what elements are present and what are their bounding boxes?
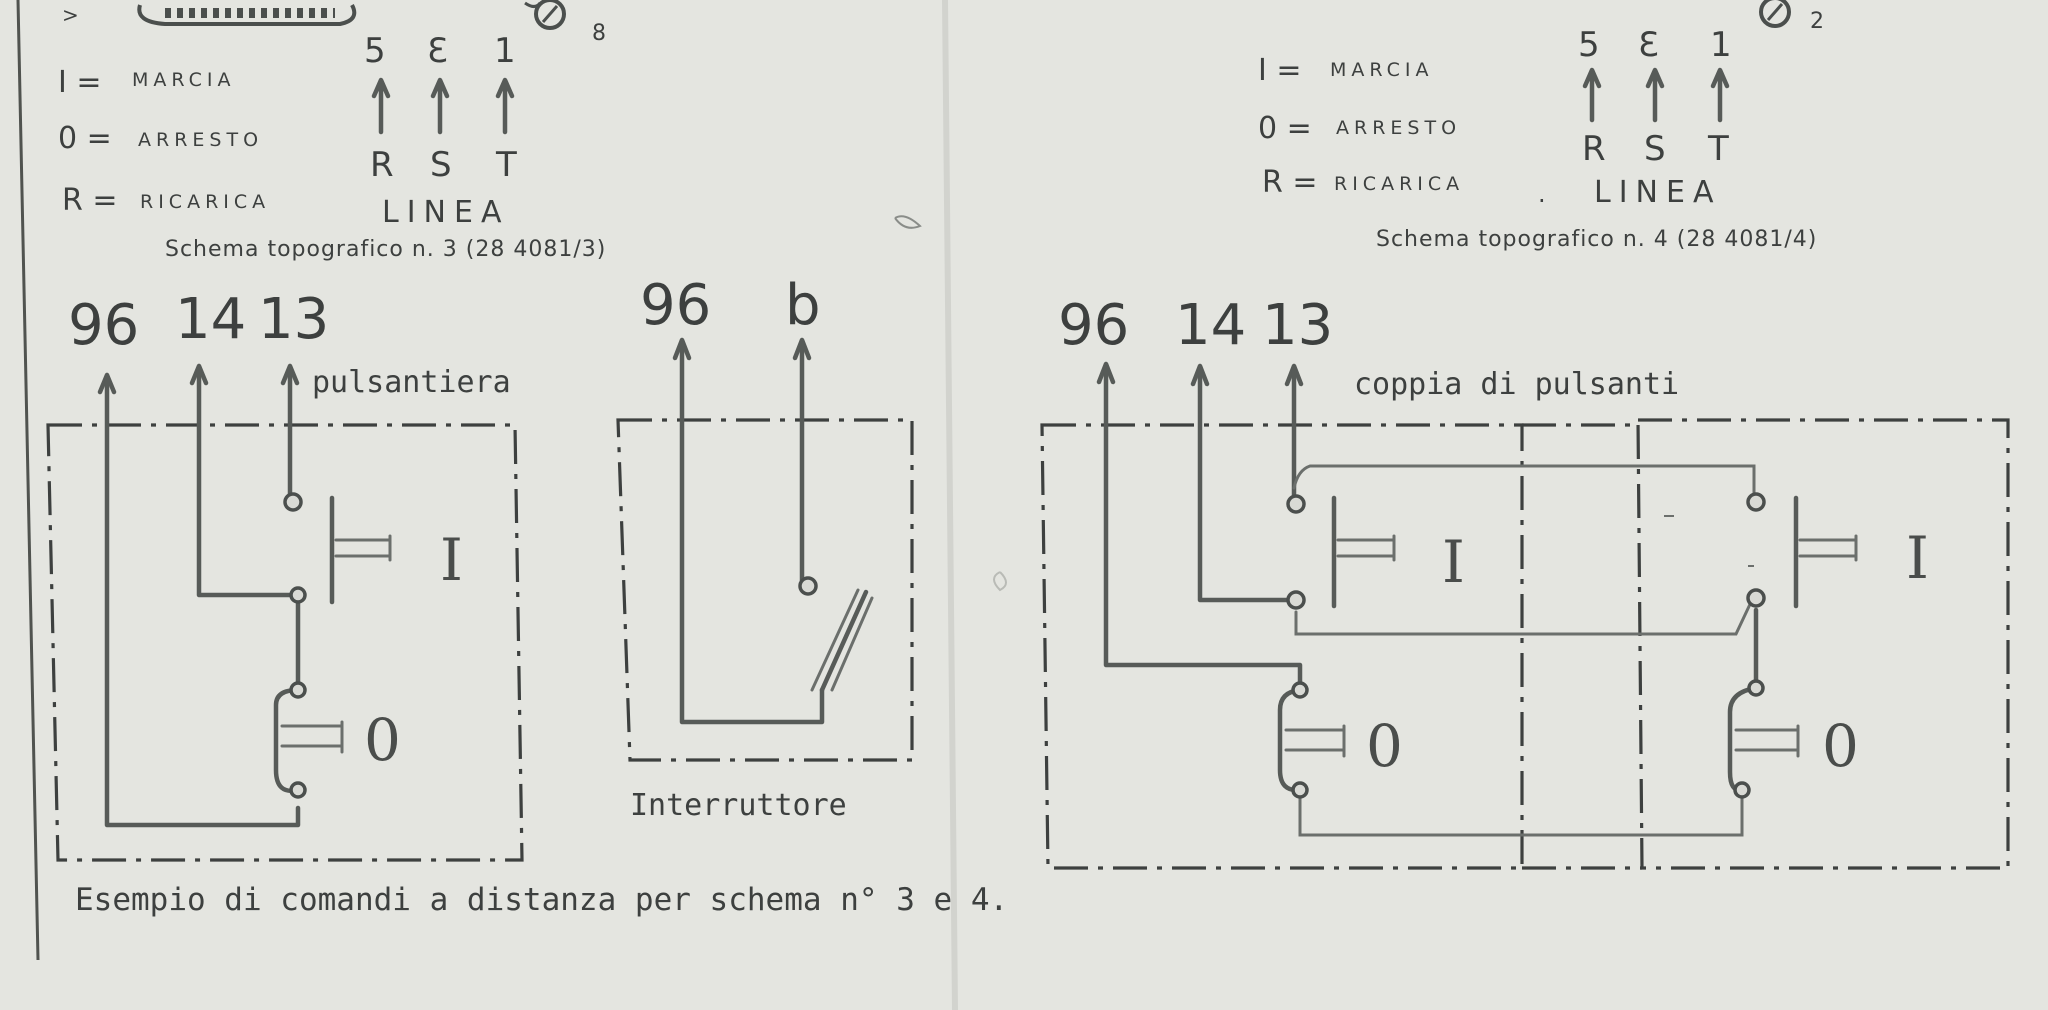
diagram-pulsantiera: 96 14 13 pulsantiera I 0: [46, 287, 524, 862]
pulsantiera-enclosure: [46, 423, 524, 862]
interruttore-enclosure: [616, 418, 914, 762]
phase-arrow-t: [495, 77, 515, 135]
legend-key-marcia: I =: [58, 65, 102, 100]
terminal-14-label-cp: 14: [1175, 293, 1246, 358]
topology-left-phases: 5 Ɛ 1 R S T LINEA: [364, 31, 517, 230]
legend-key-marcia-r: I =: [1258, 53, 1302, 88]
phase-bottom-t: T: [495, 145, 517, 185]
left-button-0-contact: [1277, 687, 1303, 793]
top-left-cropped-graphic: > 8: [62, 0, 606, 46]
svg-text:>: >: [62, 3, 79, 27]
left-button-0-label: 0: [1366, 712, 1403, 780]
paper-fold: [942, 0, 958, 1010]
legend-key-ricarica: R =: [62, 183, 118, 218]
terminal-b-label: b: [785, 273, 821, 338]
footer-caption: Esempio di comandi a distanza per schema…: [75, 882, 1008, 918]
button-0-plunger: [280, 720, 344, 754]
topology-right-legend: I = MARCIA 0 = ARRESTO R = RICARICA: [1258, 53, 1464, 200]
terminal-96-label-cp: 96: [1058, 293, 1129, 358]
topology-right-phases: 5 Ɛ 1 R S T . LINEA: [1538, 25, 1732, 210]
phase-top-1-r: 5: [1578, 25, 1600, 65]
wire-14-bus: [1294, 598, 1754, 636]
legend-key-arresto-r: 0 =: [1258, 111, 1312, 146]
terminal-96-label-int: 96: [640, 273, 711, 338]
phase-arrow-r2: [1582, 67, 1602, 123]
phase-arrow-s2: [1645, 67, 1665, 123]
legend-text-marcia: MARCIA: [132, 69, 236, 91]
switch-lever: [819, 589, 869, 693]
button-0-label: 0: [364, 706, 401, 774]
terminal-96-label: 96: [68, 293, 139, 358]
phase-bottom-r2: R: [1582, 129, 1606, 169]
top-right-cropped-graphic: 2 ^: [1270, 0, 1824, 34]
legend-text-arresto-r: ARRESTO: [1336, 117, 1461, 139]
contact-14: [289, 586, 307, 604]
phase-arrow-s: [430, 77, 450, 135]
phase-bottom-r: R: [370, 145, 394, 185]
diagram-interruttore: 96 b Interruttore: [616, 273, 914, 823]
topology-left-caption: Schema topografico n. 3 (28 4081/3): [165, 237, 606, 262]
terminal-14-label: 14: [175, 287, 246, 352]
wire-96: [104, 375, 301, 828]
topology-right-caption: Schema topografico n. 4 (28 4081/4): [1376, 227, 1817, 252]
phase-arrow-r: [371, 77, 391, 135]
linea-label-r: LINEA: [1594, 175, 1721, 210]
topology-left-legend: I = MARCIA 0 = ARRESTO R = RICARICA: [58, 65, 270, 218]
legend-key-ricarica-r: R =: [1262, 165, 1318, 200]
legend-text-arresto: ARRESTO: [138, 129, 263, 151]
button-i-plunger: [334, 534, 392, 562]
pulsantiera-label: pulsantiera: [312, 365, 511, 400]
phase-top-3-r: 1: [1710, 25, 1732, 65]
wire-14: [196, 365, 301, 693]
phase-bottom-s: S: [430, 145, 452, 185]
button-0-contact: [273, 687, 301, 794]
coppia-enclosure-right: [1636, 418, 2010, 870]
terminal-13-label-cp: 13: [1262, 293, 1333, 358]
svg-text:2: 2: [1810, 9, 1824, 34]
phase-top-3: 1: [494, 31, 516, 71]
switch-contact: [798, 576, 818, 596]
phase-bottom-s2: S: [1644, 129, 1666, 169]
legend-text-ricarica: RICARICA: [140, 191, 270, 213]
wire-14-cp: [1197, 365, 1299, 603]
coppia-enclosure-left: [1040, 423, 1524, 870]
legend-text-ricarica-r: RICARICA: [1334, 173, 1464, 195]
interruttore-label: Interruttore: [630, 788, 847, 823]
right-button-i-label: I: [1906, 524, 1929, 592]
right-button-0-label: 0: [1822, 712, 1859, 780]
contact-13: [283, 492, 303, 512]
linea-label: LINEA: [382, 195, 509, 230]
legend-text-marcia-r: MARCIA: [1330, 59, 1434, 81]
left-button-i-label: I: [1442, 528, 1465, 596]
svg-text:.: .: [1538, 180, 1546, 208]
left-margin-line: [16, 0, 40, 961]
phase-top-2-r: Ɛ: [1638, 25, 1659, 65]
wire-13-bus: [1292, 464, 1756, 504]
diagram-coppia-pulsanti: 96 14 13 coppia di pulsanti I: [1040, 293, 2010, 870]
wire-96-cp: [1103, 365, 1303, 693]
legend-key-arresto: 0 =: [58, 121, 112, 156]
phase-arrow-t2: [1710, 67, 1730, 123]
phase-bottom-t2: T: [1707, 129, 1729, 169]
svg-text:8: 8: [592, 21, 606, 46]
wire-96-int: [679, 339, 825, 725]
wire-96-bus: [1298, 788, 1744, 837]
svg-text:^: ^: [1270, 0, 1283, 10]
coppia-label: coppia di pulsanti: [1354, 367, 1679, 402]
terminal-13-label: 13: [258, 287, 329, 352]
phase-top-2: Ɛ: [427, 31, 448, 71]
phase-top-1: 5: [364, 31, 386, 71]
button-i-label: I: [440, 526, 463, 594]
